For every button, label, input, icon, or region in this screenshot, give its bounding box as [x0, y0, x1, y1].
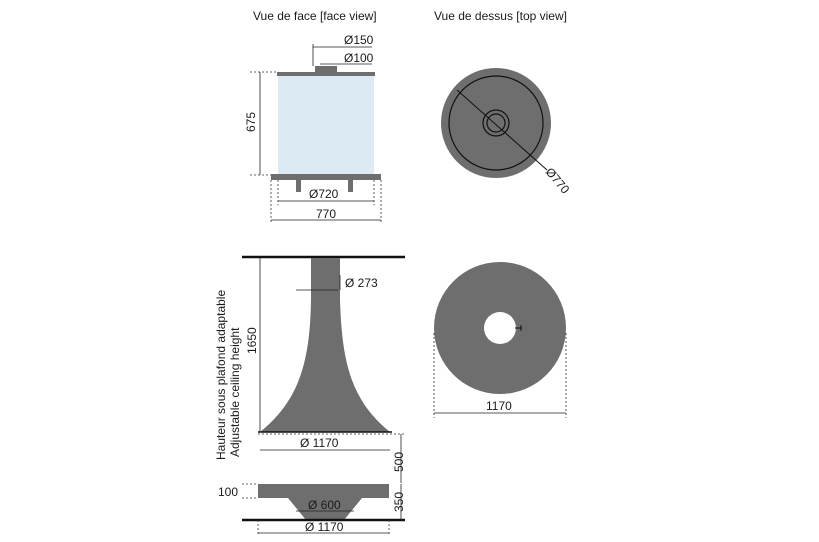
- top-small-flue-inner: [486, 113, 506, 133]
- top-small-rim: [448, 75, 544, 171]
- dim-bowl-diameter: Ø 600: [308, 498, 341, 512]
- dim-front-inner-width: Ø720: [309, 187, 339, 201]
- dim-hood-height: 1650: [245, 327, 259, 354]
- front-leg-left: [296, 180, 301, 192]
- dim-flue-diameter: Ø 273: [345, 276, 378, 290]
- front-base-plate: [271, 174, 381, 180]
- dim-tray-thickness: 100: [218, 485, 238, 499]
- front-flue-collar: [315, 66, 337, 73]
- front-view: Ø150 Ø100 675 Ø720 770: [244, 33, 382, 224]
- hood-body: [260, 258, 390, 432]
- front-leg-right: [348, 180, 353, 192]
- front-glass-body: [278, 76, 374, 174]
- tray-bowl: [288, 498, 362, 520]
- ceiling-label-en: Adjustable ceiling height: [228, 327, 242, 457]
- front-top-plate: [277, 72, 375, 76]
- ceiling-label-fr: Hauteur sous plafond adaptable: [214, 290, 228, 460]
- tray-plate: [258, 484, 389, 498]
- dim-tray-base: Ø 1170: [305, 520, 344, 534]
- top-small-flue-outer: [482, 109, 510, 137]
- dim-front-height: 675: [244, 112, 258, 132]
- top-view-small: Ø770: [441, 68, 573, 197]
- top-small-diameter-line: [456, 89, 548, 171]
- front-view-title: Vue de face [face view]: [253, 9, 377, 23]
- top-view-large: 1170: [433, 262, 567, 418]
- top-small-outer-disc: [441, 68, 551, 178]
- top-view-title: Vue de dessus [top view]: [434, 9, 567, 23]
- dim-front-outer-width: 770: [316, 207, 336, 221]
- dim-top-large-diameter: 1170: [486, 399, 512, 413]
- dim-gap: 500: [392, 452, 406, 472]
- dim-hood-base: Ø 1170: [300, 436, 339, 450]
- dim-tray-height: 350: [392, 492, 406, 512]
- dim-pipe-outer: Ø150: [344, 33, 374, 47]
- dim-pipe-inner: Ø100: [344, 51, 374, 65]
- hood-view: Ø 273 1650 Ø 1170 Hauteur sous plafond a…: [214, 255, 406, 536]
- dim-top-small-diameter: Ø770: [543, 165, 573, 197]
- top-large-hole: [484, 312, 516, 344]
